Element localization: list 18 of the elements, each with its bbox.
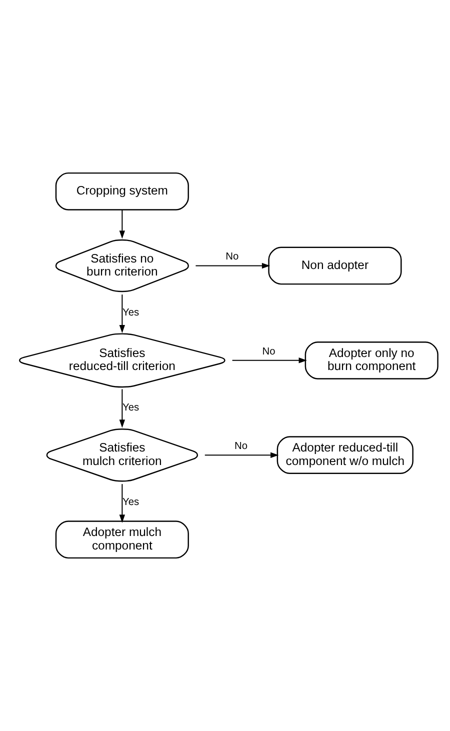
node-box: Adopter reduced-till component w/o mulch [276,436,414,474]
edge-label: No [234,440,248,452]
node-box: Adopter only no burn component [304,341,438,380]
arrow [196,262,270,269]
edge-label: No [262,346,276,358]
arrow [204,452,279,458]
edge-label: Yes [122,496,140,508]
arrow [232,358,307,364]
node-box: Adopter mulch component [55,520,189,559]
arrow [119,389,126,428]
edge-label: Yes [122,308,140,319]
node-box: Cropping system [55,172,189,210]
node-box: Non adopter [268,246,402,285]
arrow [119,210,126,239]
edge-label: Yes [122,402,140,414]
edge-label: No [226,252,239,263]
arrow [119,484,126,523]
arrow [119,294,126,334]
